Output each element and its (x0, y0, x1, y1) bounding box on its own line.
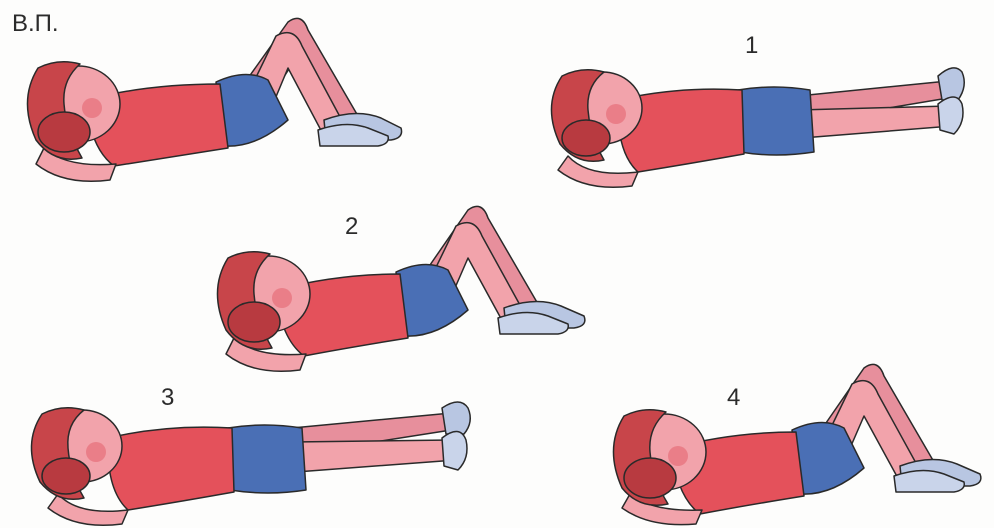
figure-step-4 (592, 356, 992, 528)
figure-start-position (6, 8, 406, 188)
figure-step-2 (196, 196, 596, 376)
figure-straight-legs (12, 398, 482, 528)
figure-bent-knees (196, 196, 596, 376)
figure-bent-knees (592, 356, 992, 528)
figure-straight-legs (528, 56, 968, 196)
figure-step-1 (528, 56, 968, 196)
figure-bent-knees (6, 8, 406, 188)
figure-step-3 (12, 398, 482, 528)
step-1-label: 1 (745, 34, 758, 58)
